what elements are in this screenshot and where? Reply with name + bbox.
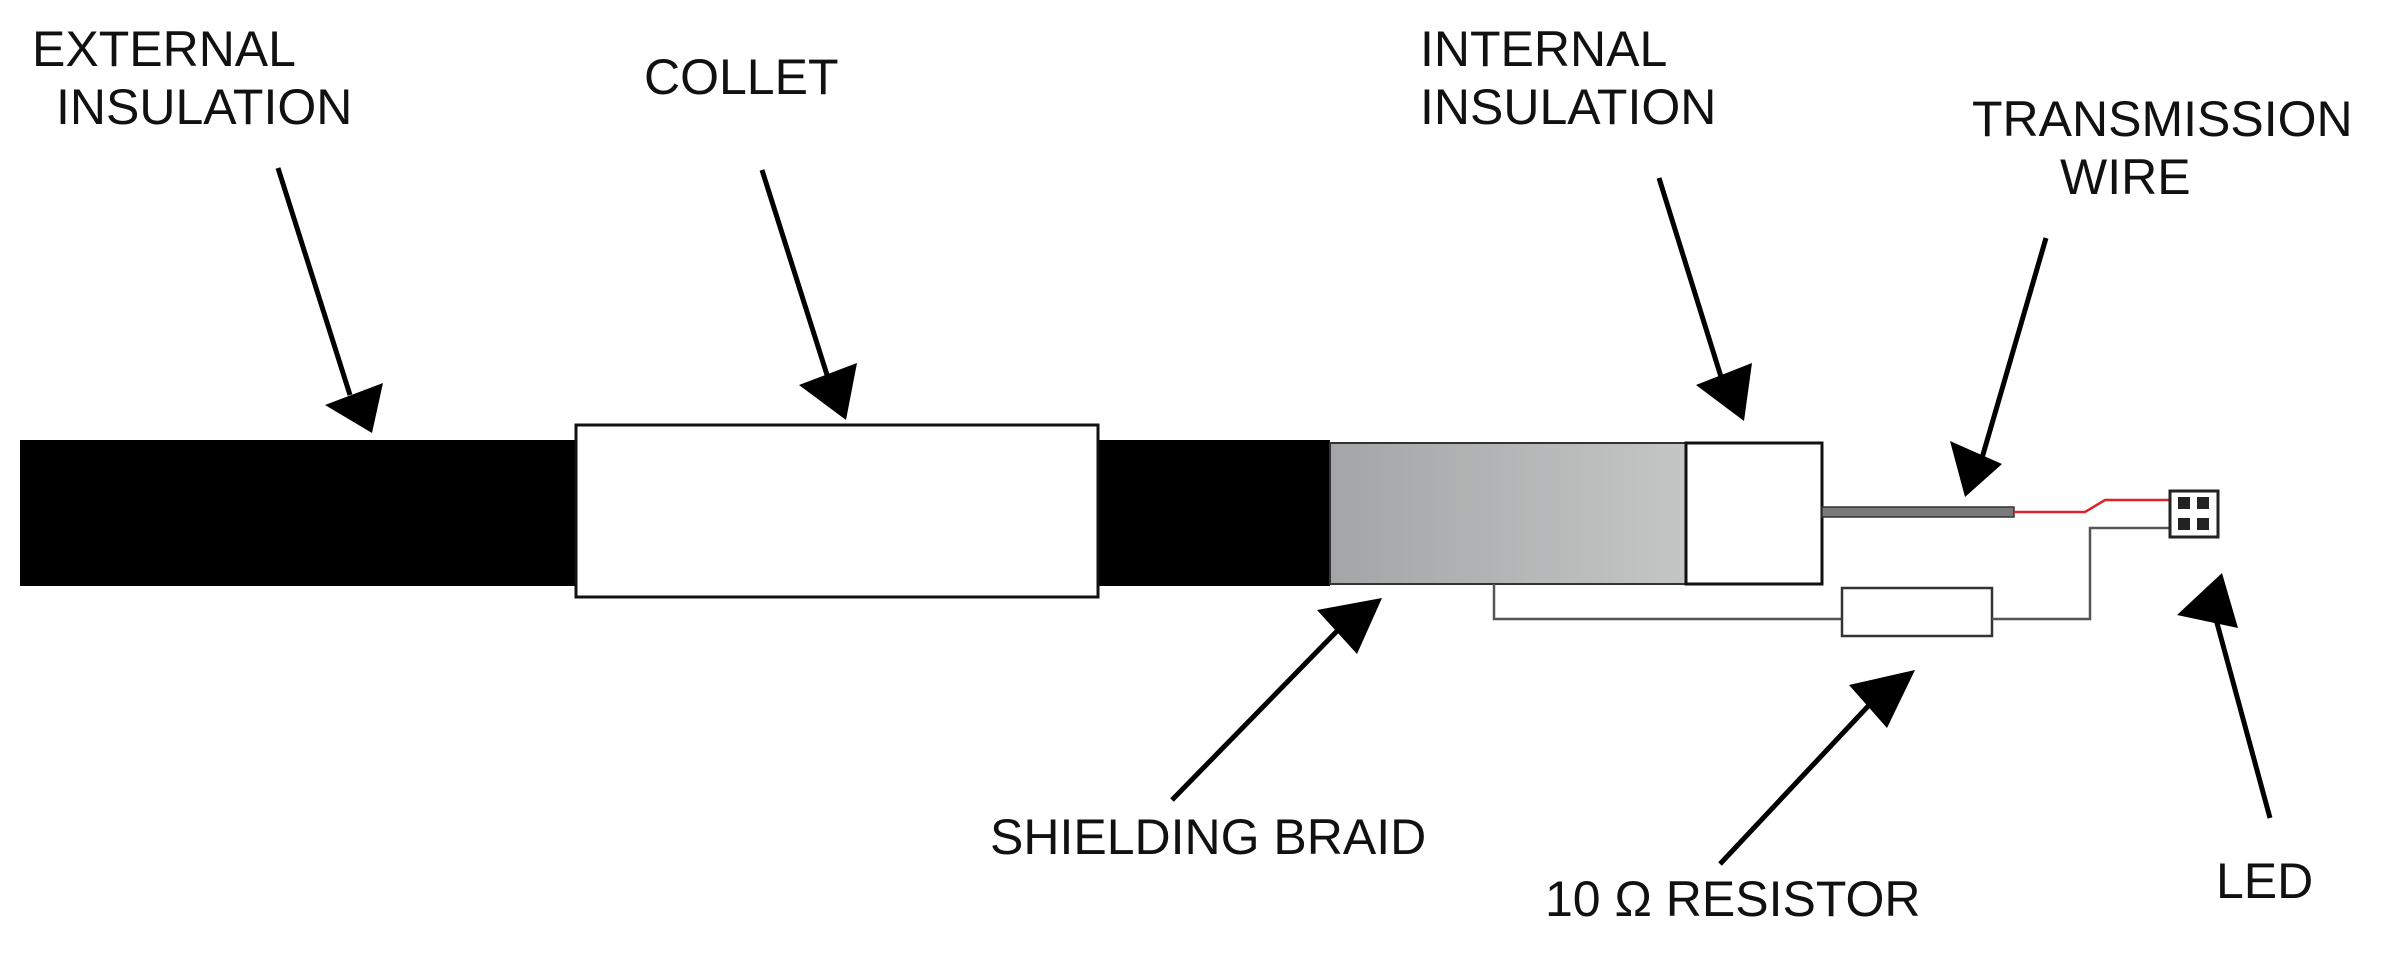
- external-insulation-section-2: [1098, 440, 1330, 586]
- label-led: LED: [2216, 852, 2313, 910]
- collet-sleeve: [574, 423, 1100, 599]
- label-internal-insulation-line1: INTERNAL: [1420, 21, 1668, 77]
- label-internal-insulation-line2: INSULATION: [1420, 79, 1717, 135]
- arrow-shielding-braid: [1170, 598, 1382, 802]
- resistor-body: [1840, 586, 1994, 638]
- label-transmission-wire-line1: TRANSMISSION: [1972, 91, 2353, 147]
- ground-wire: [1492, 584, 1842, 621]
- arrow-led: [2177, 573, 2273, 819]
- label-collet-text: COLLET: [644, 49, 839, 105]
- arrow-external-insulation: [275, 167, 383, 433]
- label-external-insulation: EXTERNAL INSULATION: [32, 20, 352, 136]
- label-collet: COLLET: [644, 48, 839, 106]
- external-insulation-section: [20, 440, 576, 586]
- label-resistor-text: 10 Ω RESISTOR: [1545, 871, 1921, 927]
- label-external-insulation-line1: EXTERNAL: [32, 21, 296, 77]
- label-shielding-braid-text: SHIELDING BRAID: [990, 809, 1427, 865]
- arrow-internal-insulation: [1656, 177, 1752, 421]
- label-led-text: LED: [2216, 853, 2314, 909]
- internal-insulation-section: [1684, 441, 1824, 586]
- arrow-collet: [759, 169, 857, 420]
- arrow-resistor: [1718, 670, 1915, 866]
- signal-wire: [2014, 498, 2170, 514]
- shielding-braid-section: [1329, 442, 1687, 585]
- arrow-transmission-wire: [1950, 237, 2049, 497]
- label-resistor: 10 Ω RESISTOR: [1545, 870, 1920, 928]
- led-component: [2168, 489, 2220, 539]
- transmission-wire-core: [1821, 506, 2015, 518]
- label-transmission-wire: TRANSMISSION WIRE: [1972, 90, 2353, 206]
- label-shielding-braid: SHIELDING BRAID: [990, 808, 1426, 866]
- label-internal-insulation: INTERNAL INSULATION: [1420, 20, 1716, 136]
- label-external-insulation-line2: INSULATION: [56, 79, 353, 135]
- resistor-to-led-wire: [1992, 526, 2170, 621]
- label-transmission-wire-line2: WIRE: [2060, 149, 2191, 205]
